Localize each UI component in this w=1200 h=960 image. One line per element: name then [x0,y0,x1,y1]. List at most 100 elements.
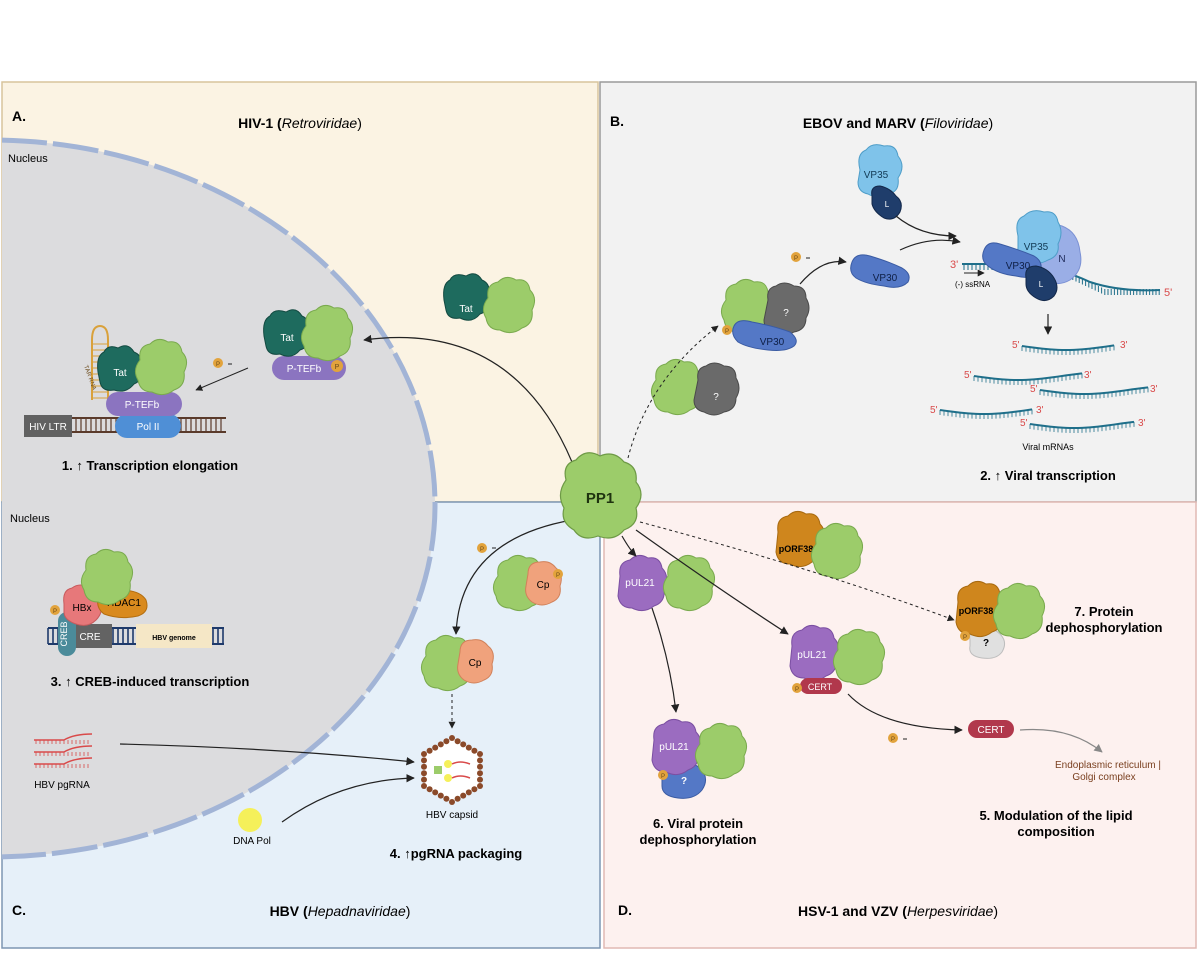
panel-b-letter: B. [610,113,624,129]
phospho-d2-label: P [795,687,799,693]
phospho-a2 [331,360,343,372]
pol2-shape [115,414,181,438]
hdac1-label: HDAC1 [107,598,141,609]
hbx-label: HBx [73,603,92,614]
phospho-d4 [658,770,668,780]
panel-d-title: HSV-1 and VZV (Herpesviridae) [798,903,998,919]
phospho-b2 [722,325,732,335]
porf38-label-d1: pORF38 [779,544,814,554]
phospho-d1 [960,631,970,641]
vp35-label-b2: VP35 [1024,242,1049,253]
porf38-label-d2: pORF38 [959,606,994,616]
ptefb-shape-a [106,392,182,416]
mrna5-5: 5' [1020,418,1028,429]
cert-label-d2: CERT [977,725,1004,736]
ptefb-label-a: P-TEFb [125,400,160,411]
cert-label-d1: CERT [808,682,833,692]
mrna5-3: 3' [1138,418,1146,429]
arrow-dephospho-vp30 [799,256,847,285]
hbv-genome-box [136,624,212,648]
panel-c-letter: C. [12,902,26,918]
pp1-blob-a3 [482,276,536,334]
phospho-d3 [888,733,898,743]
vp30-blob-free [850,254,910,288]
cp-blob-c3 [525,561,562,606]
phospho-b1-label: P [794,256,798,262]
vp30-label-free: VP30 [873,273,898,284]
tat-label-a1: Tat [113,368,127,379]
mrna3-5: 5' [1030,384,1038,395]
pp1-center-blob [559,452,642,539]
viral-mrnas-label: Viral mRNAs [1022,442,1074,452]
arrow-pp1-to-pul21 [621,535,637,557]
unknown-label-d2: ? [681,776,687,787]
phospho-b1 [791,252,801,262]
panel-b-title: EBOV and MARV (Filoviridae) [803,115,993,131]
tat-label-a3: Tat [459,304,473,315]
arrow-a-dephospho [195,367,249,391]
cert-shape-d2 [968,720,1014,738]
mrna1-3: 3' [1120,340,1128,351]
mrna2-5: 5' [964,370,972,381]
pp1-center-label: PP1 [586,490,614,507]
n-label: N [1058,254,1065,265]
caption7-l1: 7. Protein [1074,604,1133,619]
arrow-dnapol-to-capsid [281,774,415,823]
l-label-b1: L [885,200,890,209]
mrna3-3: 3' [1150,384,1158,395]
hiv-ltr-box [24,415,72,437]
er-label-l2: Golgi complex [1072,772,1135,783]
unknown-label-b2: ? [713,392,719,403]
caption-c1: 3. ↑ CREB-induced transcription [51,674,250,689]
cre-label: CRE [79,632,100,643]
caption-b: 2. ↑ Viral transcription [980,468,1116,483]
cp-blob-c2 [457,639,494,684]
mrna2-3: 3' [1084,370,1092,381]
arrow-pgrna-to-capsid [119,743,415,766]
phospho-c3 [553,569,563,579]
viral-mrnas [939,344,1149,433]
phospho-d2 [792,683,802,693]
cp-label-c2: Cp [469,658,482,669]
panel-b [599,81,1197,503]
phospho-c1 [50,605,60,615]
dna-pol-icon [238,808,262,832]
unknown-label-b1: ? [783,308,789,319]
tat-label-a2: Tat [280,333,294,344]
vp35-label-b1: VP35 [864,170,889,181]
hbv-pgrna-icon [34,733,93,768]
pp1-blob-d3 [662,554,716,612]
pp1-blob-d5 [694,722,748,780]
creb-label: CREB [59,621,69,646]
nucleus-a-label: Nucleus [8,153,48,165]
arrow-pp1-to-a [363,334,573,463]
pp1-blob-d1 [810,522,864,580]
phospho-d1-label: P [963,635,967,641]
phospho-c1-label: P [53,609,57,615]
cp-label-c3: Cp [537,580,550,591]
pp1-blob-d4 [832,628,886,686]
panel-a-letter: A. [12,108,26,124]
nucleus-c-label: Nucleus [10,513,50,525]
phospho-c2-label: P [480,547,484,553]
phospho-a2-label: P [335,364,340,371]
creb-shape [58,612,76,656]
arrow-pp1-to-porf38 [639,521,955,622]
caption6-l2: dephosphorylation [640,832,757,847]
phospho-c3-label: P [556,573,560,579]
ptefb-label-a2: P-TEFb [287,364,322,375]
ssrna-label: (-) ssRNA [955,280,991,289]
hbv-capsid-dots [421,735,483,805]
vp30-blob-b3 [732,320,797,351]
pul21-label-d1: pUL21 [625,578,655,589]
pul21-label-d2: pUL21 [797,650,827,661]
pul21-label-d3: pUL21 [659,742,689,753]
er-label-l1: Endoplasmic reticulum | [1055,760,1161,771]
caption6-l1: 6. Viral protein [653,816,743,831]
hbv-pgrna-label: HBV pgRNA [34,780,90,791]
end-3-template: 3' [950,259,958,271]
caption-a: 1. ↑ Transcription elongation [62,458,238,473]
hbv-genome-label: HBV genome [152,635,196,642]
mrna4-3: 3' [1036,405,1044,416]
